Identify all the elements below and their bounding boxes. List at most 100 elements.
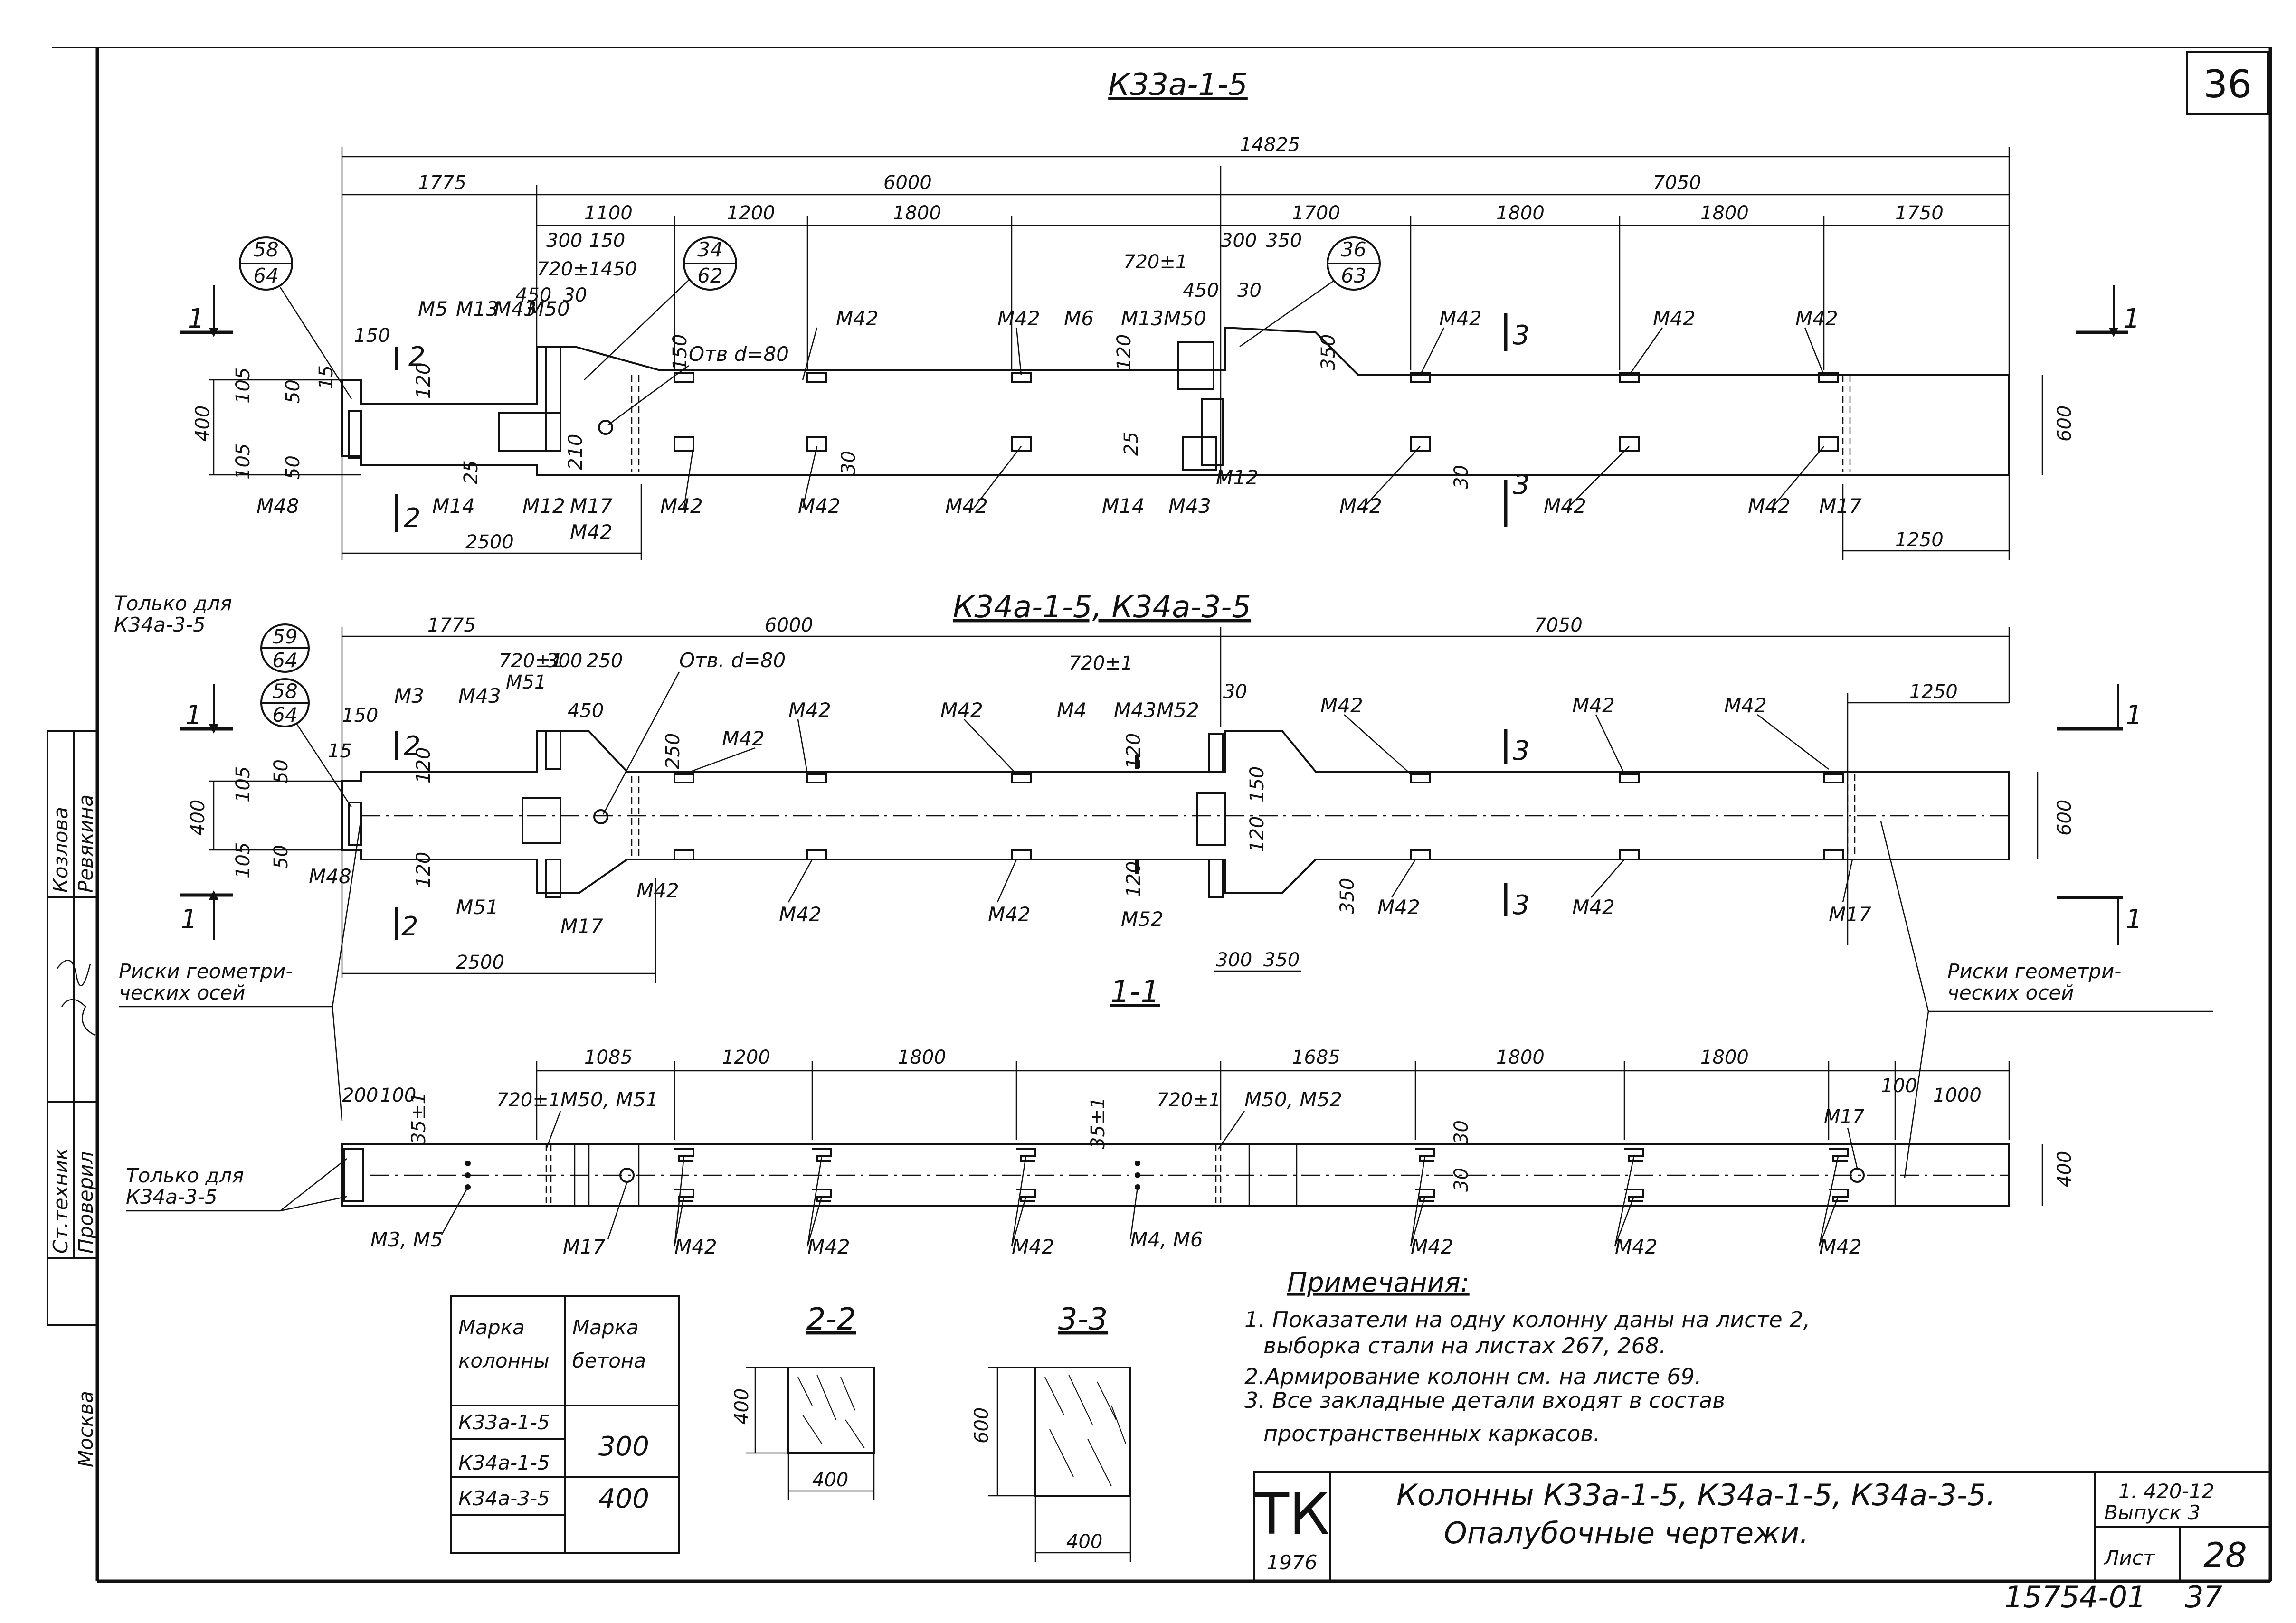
view3-dim-1685: 1685 <box>1292 1047 1340 1068</box>
title-tk: ТК <box>1254 1481 1330 1548</box>
view2-title: К34а-1-5, К34а-3-5 <box>953 590 1251 625</box>
view3-title: 1-1 <box>1110 974 1160 1010</box>
view1-title: К33а-1-5 <box>1108 67 1248 103</box>
view1-dim-inner-30b: 30 <box>1451 465 1472 489</box>
view2-dim-450: 450 <box>568 700 604 722</box>
view2-mark-m42-t1: М42 <box>788 698 831 722</box>
stamp-role-checked: Проверил <box>74 1151 97 1254</box>
view1-dim-1100: 1100 <box>584 202 633 224</box>
view2-ref-a-bot: 64 <box>272 649 297 672</box>
view2-mark-m42-t4: М42 <box>1320 694 1363 717</box>
view2-sec1-right-top: 1 <box>2125 700 2143 731</box>
view3-leaders <box>441 1156 1839 1247</box>
view2-embedded-plates <box>674 755 1844 874</box>
view3-dim-1200: 1200 <box>722 1047 770 1068</box>
view1-ref-a-bot: 64 <box>253 264 278 287</box>
view1-mark-m50b: М50 <box>1164 307 1206 330</box>
view1-mark-m14: М14 <box>432 494 475 518</box>
view2-dim-left-15: 15 <box>328 740 352 762</box>
view2-dim-250: 250 <box>587 650 623 672</box>
view2-mark-m52: М52 <box>1121 907 1164 931</box>
view2-mark-m51: М51 <box>456 896 499 919</box>
view2-sec3-bot: 3 <box>1513 890 1530 921</box>
view3-mark-m42-e: М42 <box>1615 1235 1658 1258</box>
view1-dim-6000: 6000 <box>883 172 932 194</box>
view1-dim-inner-350: 350 <box>1318 334 1339 370</box>
view3-dim-100: 100 <box>380 1085 416 1106</box>
view3-mark-m42-d: М42 <box>1411 1235 1453 1258</box>
view2-dim-left-150: 150 <box>342 705 378 727</box>
view3-dim-100b: 100 <box>1881 1075 1917 1097</box>
view2-leaders <box>683 714 1853 903</box>
section33-dim-h: 600 <box>971 1407 993 1444</box>
view-section-1-1: 1-1 1085 1200 1800 1685 1800 1800 1000 2… <box>126 974 2076 1258</box>
view1-section-marks: 1 1 2 2 3 3 <box>180 285 2140 534</box>
view2-dim-300: 300 <box>546 650 582 672</box>
view1-dim-1800c: 1800 <box>1700 202 1749 224</box>
view2-only-for-line1: Только для <box>114 592 232 615</box>
view3-mark-m3-m5: М3, М5 <box>370 1228 443 1251</box>
section22-title: 2-2 <box>806 1302 856 1337</box>
view2-dim-120d: 120 <box>1123 861 1145 897</box>
view2-ref-a-top: 59 <box>272 625 297 648</box>
view2-mark-m42-b1: М42 <box>636 879 679 902</box>
view2-mark-m42-b5: М42 <box>1572 896 1615 919</box>
view3-only-for-line2: К34а-3-5 <box>126 1185 218 1208</box>
view2-dim-left-50b: 50 <box>270 845 292 869</box>
view1-mark-m12b: М12 <box>1216 466 1259 489</box>
note-1b: выборка стали на листах 267, 268. <box>1263 1333 1666 1359</box>
view3-dim-30b: 30 <box>1451 1168 1472 1192</box>
view3-mark-m17: М17 <box>563 1235 606 1258</box>
section-2-2: 2-2 400 400 <box>731 1302 875 1500</box>
view3-mark-m17-top: М17 <box>1824 1106 1865 1128</box>
view2-sec2-top: 2 <box>404 731 421 762</box>
view1-mark-m42-t4: М42 <box>1653 307 1696 330</box>
view3-dim-1800a: 1800 <box>898 1047 946 1068</box>
view1-dim-1700: 1700 <box>1292 202 1340 224</box>
view1-sec2-top: 2 <box>408 341 426 372</box>
view1-dim-inner-120b: 120 <box>1113 334 1135 370</box>
view1-sec3-top: 3 <box>1513 320 1530 351</box>
view1-ref-b-bot: 62 <box>697 264 722 287</box>
view2-dim-1775: 1775 <box>427 614 476 636</box>
view3-dimension-lines <box>536 1061 2010 1140</box>
stamp-name-revyakina: Ревякина <box>74 794 97 893</box>
view3-dim-1085: 1085 <box>584 1047 633 1068</box>
view1-dim-14825: 14825 <box>1240 134 1300 156</box>
view1-mark-m42-b2: М42 <box>798 494 841 518</box>
view3-dim-35b: 35±1 <box>1087 1097 1109 1149</box>
view2-mark-m4: М4 <box>1057 698 1087 722</box>
view2-dim-left-400: 400 <box>187 800 209 836</box>
view1-ref-a-top: 58 <box>253 238 278 261</box>
view1-mark-m5: М5 <box>418 297 448 321</box>
title-series: 1. 420-12 <box>2118 1480 2214 1503</box>
view1-ref-c-bot: 63 <box>1341 264 1366 287</box>
title-issue: Выпуск 3 <box>2104 1501 2201 1524</box>
footer-page: 37 <box>2185 1580 2222 1614</box>
view1-dim-left-15: 15 <box>315 365 337 389</box>
note-1a: 1. Показатели на одну колонну даны на ли… <box>1244 1307 1810 1332</box>
note-3a: 3. Все закладные детали входят в состав <box>1244 1387 1725 1413</box>
stamp-name-kozlova: Козлова <box>49 807 72 893</box>
view2-dim-250: 250 <box>662 733 684 769</box>
view1-mark-m43b: М43 <box>1168 494 1211 518</box>
view2-sec2-bot: 2 <box>401 911 418 942</box>
view1-dim-inner-210: 210 <box>565 434 587 470</box>
view1-dim-2500: 2500 <box>465 531 514 553</box>
section22-dim-h: 400 <box>731 1388 753 1425</box>
view1-sec2-bot: 2 <box>404 503 421 534</box>
view2-section-marks: 1 1 1 1 2 2 3 3 <box>180 684 2143 945</box>
view2-hole-label: Отв. d=80 <box>679 649 786 672</box>
view-k34a: К34а-1-5, К34а-3-5 Только для К34а-3-5 1… <box>114 590 2213 1178</box>
view3-dim-30a: 30 <box>1451 1120 1472 1144</box>
notes-block: Примечания: 1. Показатели на одну колонн… <box>1244 1267 1810 1446</box>
view1-dim-inner-25a: 25 <box>460 460 482 484</box>
view2-dim-120b: 120 <box>413 852 435 888</box>
view2-sec1-left-top: 1 <box>185 700 202 731</box>
view1-mark-m6: М6 <box>1064 307 1094 330</box>
view3-dim-1000: 1000 <box>1933 1085 1982 1106</box>
table-row-2-mark: К34а-1-5 <box>458 1451 550 1474</box>
concrete-grade-table: Марка колонны Марка бетона К33а-1-5 К34а… <box>450 1295 680 1554</box>
